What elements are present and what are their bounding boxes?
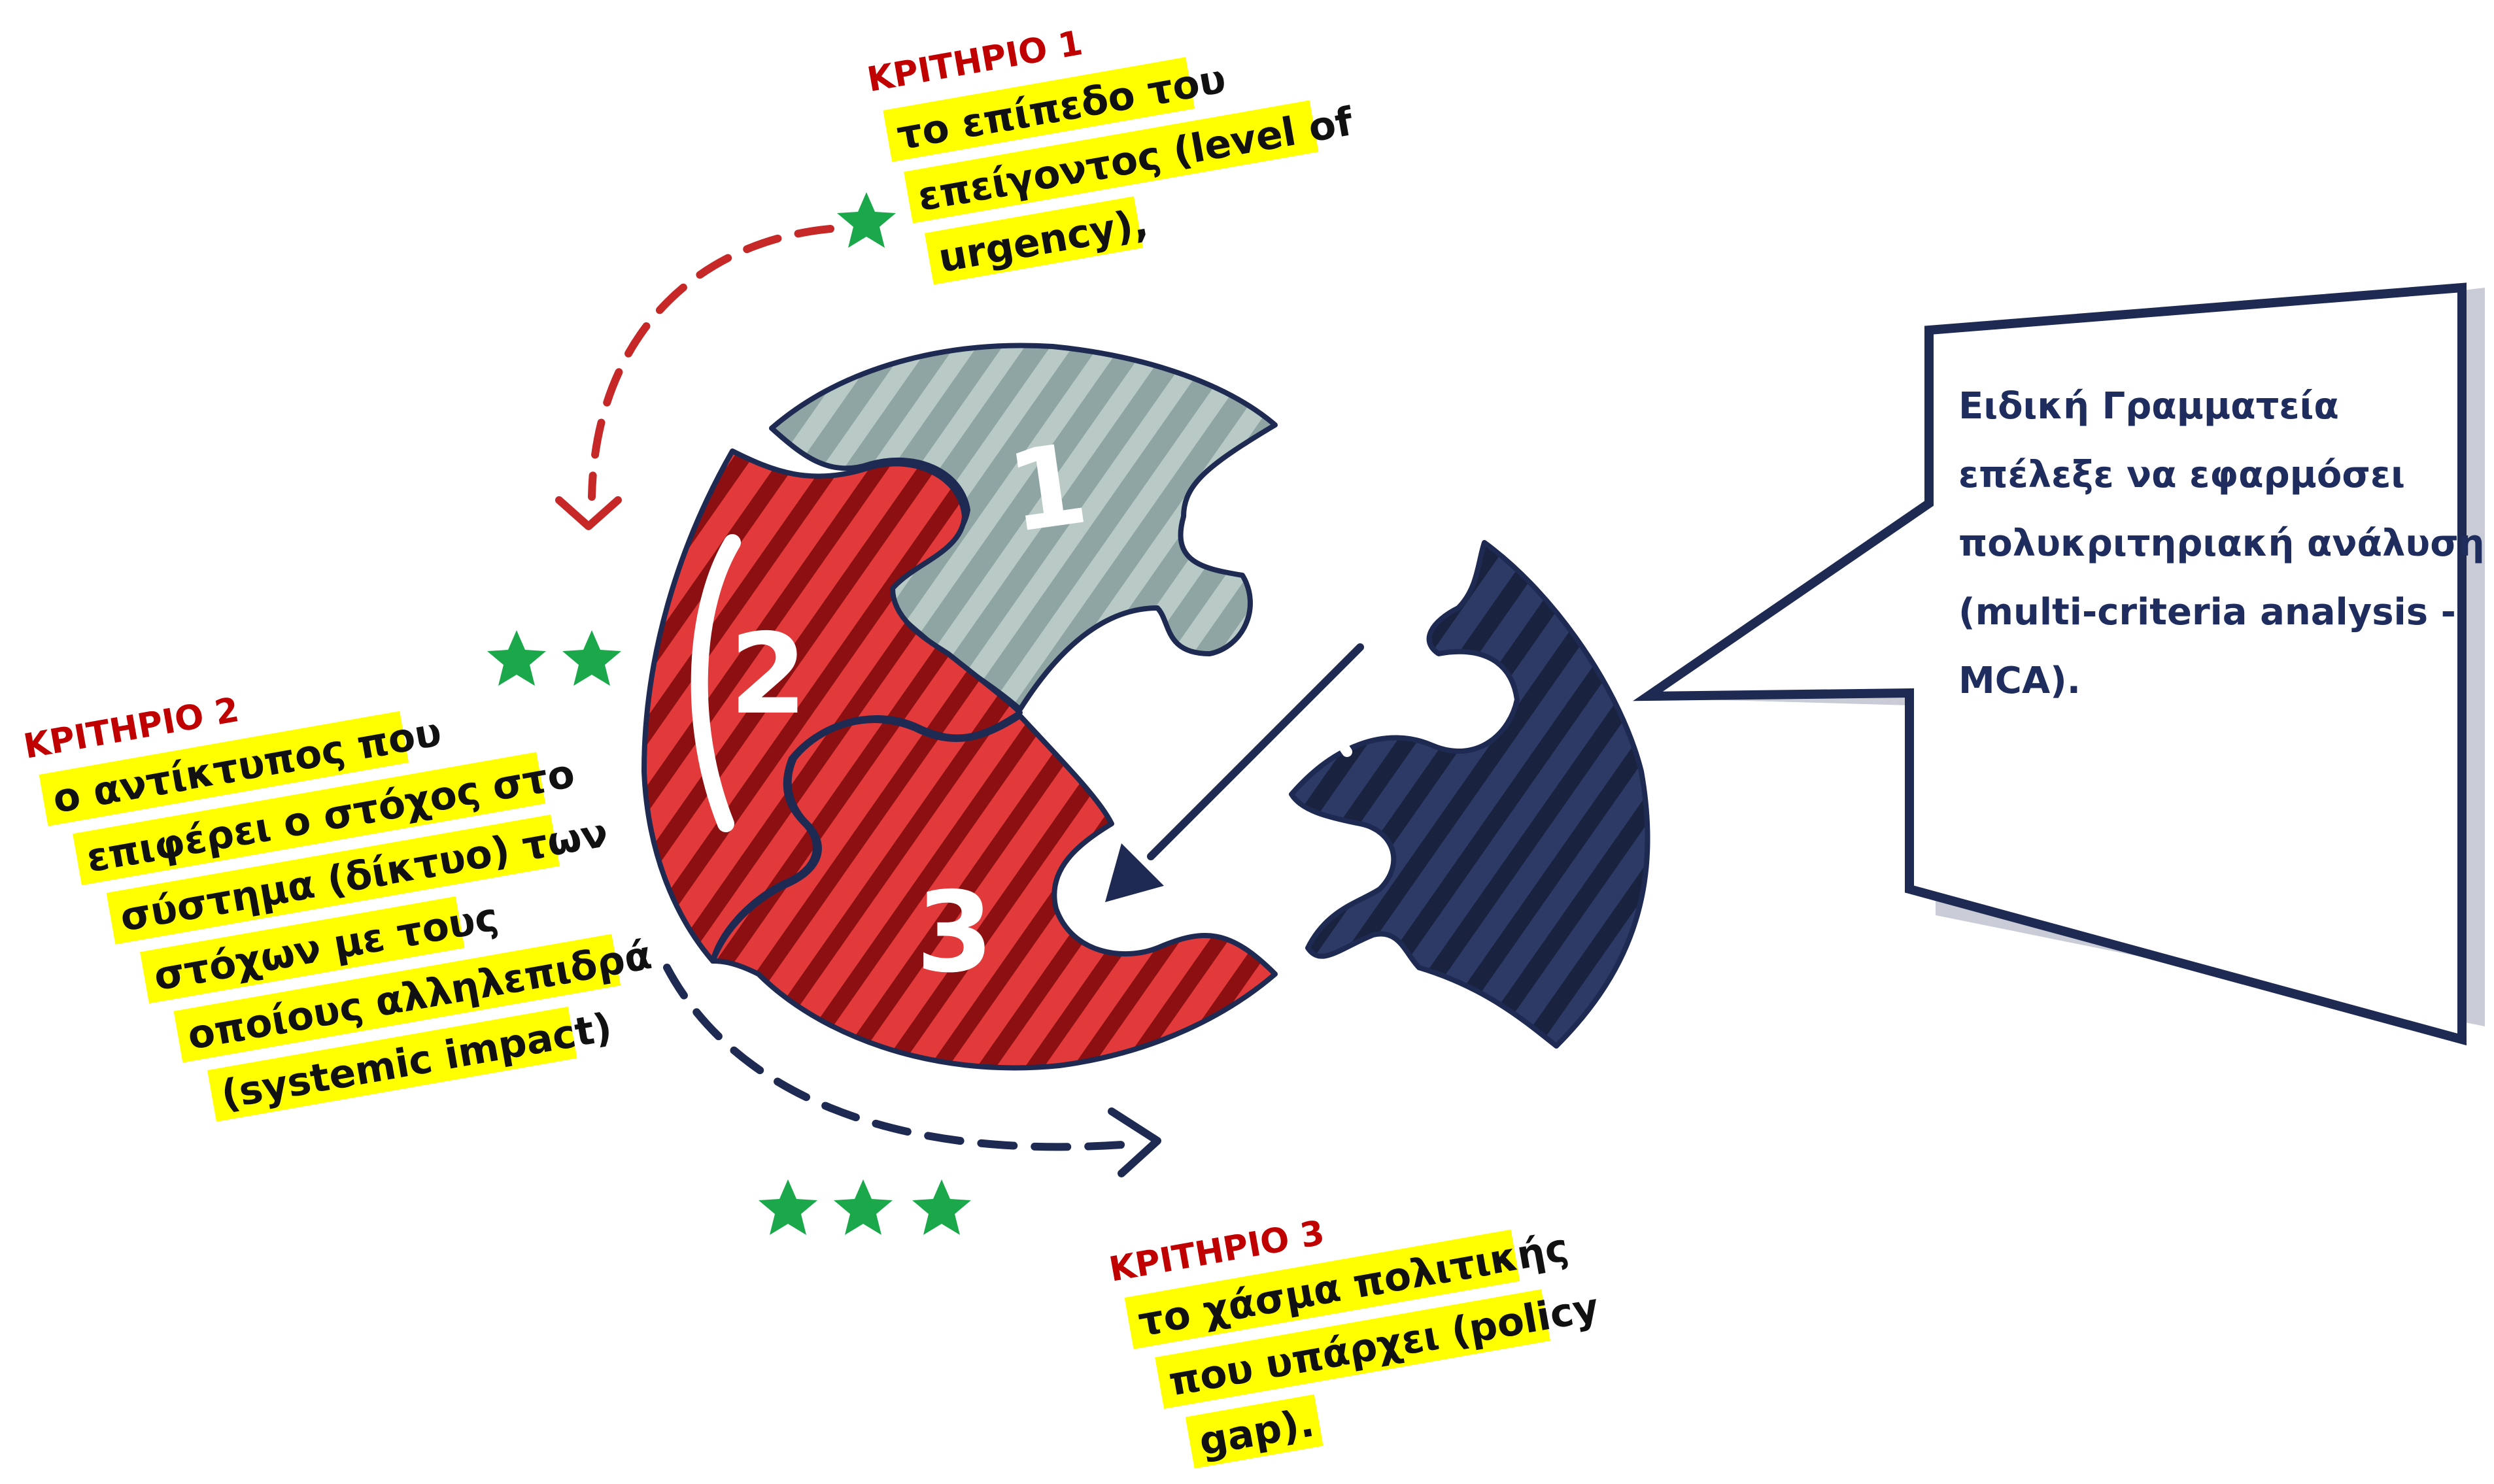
star-icon — [837, 192, 896, 248]
puzzle-piece-navy — [1289, 540, 1650, 1049]
navy-tab-outline — [1333, 650, 1490, 757]
highlight — [904, 100, 1319, 224]
bubble-line-2: επέλεξε να εφαρμόσει — [1958, 454, 2405, 496]
fit-arrow-line — [1147, 643, 1364, 860]
speech-bubble — [1633, 282, 2467, 1046]
star-icon — [759, 1179, 817, 1235]
highlight — [924, 196, 1143, 285]
criterion-2-label: ΚΡΙΤΗΡΙΟ 2 ο αντίκτυπος που επιφέρει ο σ… — [21, 690, 655, 1122]
puzzle-piece-3 — [710, 713, 1278, 1071]
highlight — [1124, 1229, 1520, 1349]
dashed-arrow-navy-head — [1108, 1107, 1161, 1177]
bubble-line-1: Ειδική Γραμματεία — [1958, 385, 2339, 428]
highlight — [207, 1006, 577, 1122]
star-icon — [487, 630, 546, 686]
criterion-3-label: ΚΡΙΤΗΡΙΟ 3 το χάσμα πολιτικής που υπάρχε… — [1106, 1213, 1602, 1469]
highlight — [106, 815, 560, 945]
speech-bubble-text: Ειδική Γραμματεία επέλεξε να εφαρμόσει π… — [1958, 385, 2485, 702]
highlight — [1155, 1289, 1550, 1409]
stars-criterion-2 — [487, 630, 621, 686]
piece-3-number: 3 — [916, 868, 993, 998]
fit-arrow-head — [1105, 843, 1164, 902]
criterion-3-line-3: gap). — [1196, 1400, 1318, 1465]
bubble-line-4: (multi-criteria analysis - — [1958, 591, 2456, 633]
star-icon — [834, 1179, 893, 1235]
criterion-1-label: ΚΡΙΤΗΡΙΟ 1 το επίπεδο του επείγοντος (le… — [864, 24, 1357, 285]
dashed-arrow-red — [588, 225, 834, 501]
highlight — [140, 896, 465, 1004]
star-icon — [562, 630, 621, 686]
star-icon — [912, 1179, 971, 1235]
highlight — [883, 57, 1195, 162]
dashed-arrow-navy — [663, 964, 1135, 1151]
stars-criterion-3 — [759, 1179, 971, 1235]
highlight — [39, 711, 409, 826]
stars-criterion-1 — [837, 192, 896, 248]
bubble-line-5: MCA). — [1958, 660, 2081, 702]
piece-2-number: 2 — [730, 610, 807, 739]
piece-2-highlight — [691, 534, 741, 832]
highlight — [73, 752, 546, 886]
highlight — [1185, 1394, 1324, 1469]
highlight — [173, 934, 621, 1063]
dashed-arrow-red-head — [555, 496, 622, 530]
piece-1-number: 1 — [1000, 419, 1095, 558]
piece-3-notch — [1070, 850, 1177, 949]
bubble-line-3: πολυκριτηριακή ανάλυση — [1958, 522, 2485, 565]
